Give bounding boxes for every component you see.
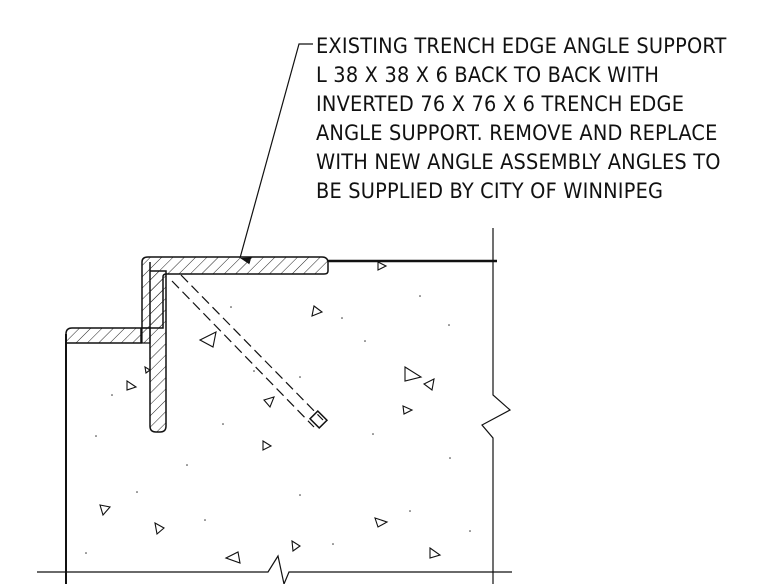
concrete-stipple (85, 295, 471, 554)
small-angle-section (65, 327, 142, 344)
callout-line-2: L 38 X 38 X 6 BACK TO BACK WITH (316, 63, 659, 88)
concrete-slab-outline (37, 228, 512, 584)
callout-line-6: BE SUPPLIED BY CITY OF WINNIPEG (316, 179, 663, 204)
callout-line-3: INVERTED 76 X 76 X 6 TRENCH EDGE (316, 92, 684, 117)
callout-line-4: ANGLE SUPPORT. REMOVE AND REPLACE (316, 121, 718, 146)
concrete-aggregate-marks (99, 261, 442, 564)
large-angle-section (141, 256, 329, 433)
callout-line-1: EXISTING TRENCH EDGE ANGLE SUPPORT (316, 34, 726, 59)
callout-note: EXISTING TRENCH EDGE ANGLE SUPPORT L 38 … (316, 34, 726, 204)
leader-line (239, 43, 313, 265)
anchor-stud (171, 274, 329, 430)
callout-line-5: WITH NEW ANGLE ASSEMBLY ANGLES TO (316, 150, 721, 175)
